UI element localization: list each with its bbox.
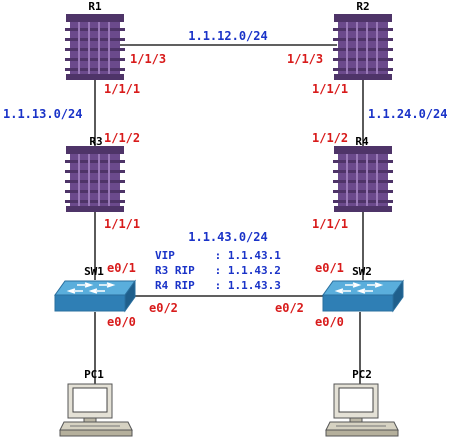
subnet-lan-label: 1.1.43.0/24 (188, 230, 267, 244)
port-r2-to-r1: 1/1/3 (287, 52, 323, 66)
port-r1-to-r2: 1/1/3 (130, 52, 166, 66)
vrrp-vip-line: VIP : 1.1.43.1 (155, 249, 281, 262)
switch-sw1[interactable]: SW1 (54, 265, 136, 312)
subnet-r2-r4-label: 1.1.24.0/24 (368, 107, 447, 121)
port-sw1-to-sw2: e0/2 (149, 301, 178, 315)
subnet-r1-r3-label: 1.1.13.0/24 (3, 107, 82, 121)
router-r1-label: R1 (88, 0, 102, 13)
port-sw2-to-pc2: e0/0 (315, 315, 344, 329)
pc-pc2[interactable]: PC2 (325, 368, 399, 437)
port-r4-to-r2: 1/1/2 (312, 131, 348, 145)
port-r1-to-r3: 1/1/1 (104, 82, 140, 96)
switch-sw2[interactable]: SW2 (322, 265, 404, 312)
port-r3-to-sw1: 1/1/1 (104, 217, 140, 231)
port-sw2-to-r4: e0/1 (315, 261, 344, 275)
switch-icon (54, 280, 136, 312)
router-r1[interactable]: R1 (65, 0, 125, 80)
router-r4-label: R4 (355, 135, 369, 148)
vrrp-r4-rip-line: R4 RIP : 1.1.43.3 (155, 279, 281, 292)
switch-sw2-label: SW2 (352, 265, 372, 278)
router-r2[interactable]: R2 (333, 0, 393, 80)
pc-pc1[interactable]: PC1 (59, 368, 133, 437)
port-sw2-to-sw1: e0/2 (275, 301, 304, 315)
router-r3[interactable]: R3 (65, 135, 125, 212)
switch-icon (322, 280, 404, 312)
port-r3-to-r1: 1/1/2 (104, 131, 140, 145)
pc-pc1-label: PC1 (84, 368, 104, 381)
router-icon (333, 146, 393, 212)
pc-icon (325, 383, 399, 437)
router-icon (333, 14, 393, 80)
switch-sw1-label: SW1 (84, 265, 104, 278)
pc-icon (59, 383, 133, 437)
port-sw1-to-r3: e0/1 (107, 261, 136, 275)
port-sw1-to-pc1: e0/0 (107, 315, 136, 329)
port-r4-to-sw2: 1/1/1 (312, 217, 348, 231)
router-icon (65, 146, 125, 212)
subnet-r1-r2-label: 1.1.12.0/24 (188, 29, 267, 43)
router-r3-label: R3 (89, 135, 102, 148)
router-r2-label: R2 (356, 0, 369, 13)
router-icon (65, 14, 125, 80)
router-r4[interactable]: R4 (333, 135, 393, 212)
vrrp-r3-rip-line: R3 RIP : 1.1.43.2 (155, 264, 281, 277)
port-r2-to-r4: 1/1/1 (312, 82, 348, 96)
pc-pc2-label: PC2 (352, 368, 372, 381)
